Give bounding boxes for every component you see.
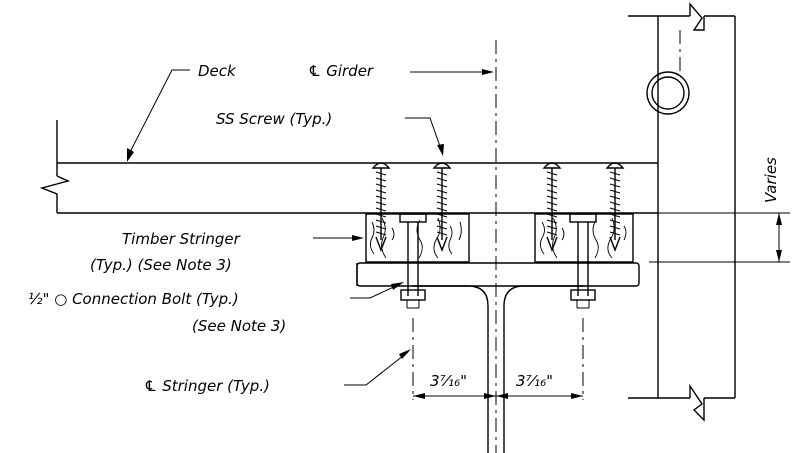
steel-beam [356, 262, 640, 453]
dimension-right-label: 3⁷⁄₁₆" [516, 372, 553, 390]
pipe-rail-outer [646, 71, 690, 115]
ss-screw-4 [605, 162, 625, 252]
connection-bolt-right [569, 213, 597, 400]
connection-bolt-label: ½" ○ Connection Bolt (Typ.) [28, 290, 239, 308]
deck-label: Deck [198, 62, 237, 80]
varies-label: Varies [762, 157, 780, 203]
bottom-dimensions [413, 393, 583, 399]
stringer-centerline-label: ℄ Stringer (Typ.) [144, 377, 270, 395]
ss-screw-label: SS Screw (Typ.) [216, 110, 332, 128]
deck [39, 120, 658, 214]
leaders [126, 69, 494, 386]
ss-screw-1 [371, 162, 391, 252]
timber-stringer-label: Timber Stringer [122, 230, 241, 248]
dimension-left-label: 3⁷⁄₁₆" [430, 372, 467, 390]
timber-stringer-note-label: (Typ.) (See Note 3) [90, 256, 232, 274]
girder-centerline-label: ℄ Girder [308, 62, 374, 80]
girder-post [628, 2, 736, 422]
connection-bolt-left [399, 213, 427, 400]
varies-dimension [649, 212, 790, 263]
ss-screw-3 [542, 162, 562, 252]
ss-screw-2 [432, 162, 452, 252]
pipe-rail-inner [651, 76, 685, 110]
connection-bolt-note-label: (See Note 3) [192, 317, 286, 335]
